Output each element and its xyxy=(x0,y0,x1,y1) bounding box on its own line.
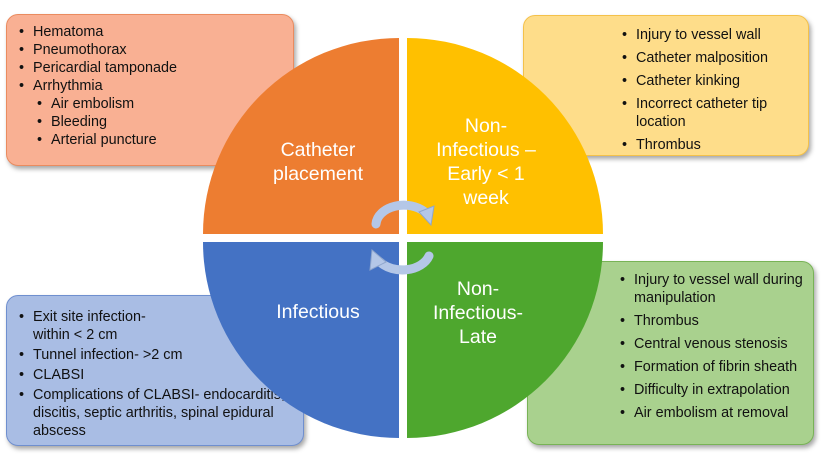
list-item: Formation of fibrin sheath xyxy=(534,358,807,376)
list-item: Incorrect catheter tip location xyxy=(530,95,800,131)
list-item: Complications of CLABSI- endocarditis, d… xyxy=(13,386,297,440)
list-item: Thrombus xyxy=(530,136,800,154)
catheter-placement-list: Hematoma Pneumothorax Pericardial tampon… xyxy=(13,23,287,149)
list-item: Air embolism at removal xyxy=(534,404,807,422)
list-item: Exit site infection- within < 2 cm xyxy=(13,308,297,344)
list-item: Arrhythmia xyxy=(13,77,287,95)
list-subitem: Bleeding xyxy=(13,113,287,131)
non-infectious-early-list: Injury to vessel wall Catheter malpositi… xyxy=(530,26,800,154)
non-infectious-late-list: Injury to vessel wall during manipulatio… xyxy=(534,271,807,422)
cycle-arrows-icon xyxy=(371,200,434,275)
list-item: Difficulty in extrapolation xyxy=(534,381,807,399)
list-item: Catheter malposition xyxy=(530,49,800,67)
quadrant-non-infectious-late xyxy=(407,242,603,438)
non-infectious-early-box: Injury to vessel wall Catheter malpositi… xyxy=(523,15,809,156)
quadrant-label-non-infectious-early: Non-Infectious –Early < 1 week xyxy=(436,115,536,209)
list-item: Injury to vessel wall xyxy=(530,26,800,44)
list-item: Thrombus xyxy=(534,312,807,330)
quadrant-infectious xyxy=(203,242,399,438)
list-item: Pericardial tamponade xyxy=(13,59,287,77)
list-item: Injury to vessel wall during manipulatio… xyxy=(534,271,807,307)
quadrant-non-infectious-early xyxy=(407,38,603,234)
list-subitem: Arterial puncture xyxy=(13,131,287,149)
catheter-placement-box: Hematoma Pneumothorax Pericardial tampon… xyxy=(6,14,294,166)
list-subitem: Air embolism xyxy=(13,95,287,113)
infectious-list: Exit site infection- within < 2 cm Tunne… xyxy=(13,308,297,440)
list-item: Tunnel infection- >2 cm xyxy=(13,346,297,364)
list-item: CLABSI xyxy=(13,366,297,384)
quadrant-label-infectious: Infectious xyxy=(276,301,360,323)
quadrant-label-non-infectious-late: Non-Infectious-Late xyxy=(433,278,523,348)
list-item: Catheter kinking xyxy=(530,72,800,90)
list-item: Central venous stenosis xyxy=(534,335,807,353)
list-item: Hematoma xyxy=(13,23,287,41)
quadrant-label-catheter-placement: Catheter placement xyxy=(273,139,363,185)
quadrant-catheter-placement xyxy=(203,38,399,234)
list-item: Pneumothorax xyxy=(13,41,287,59)
